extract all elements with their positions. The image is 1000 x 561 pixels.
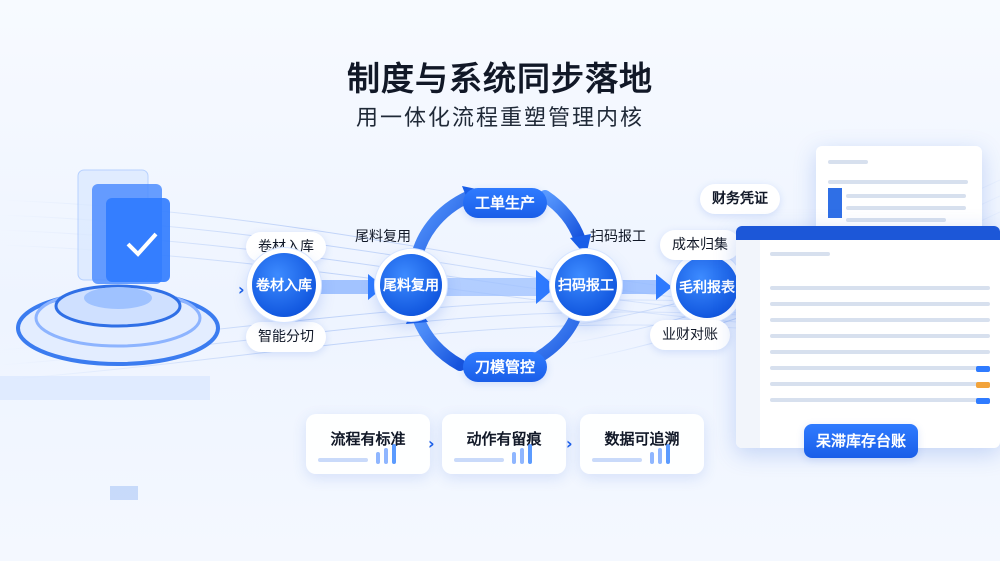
card-bar bbox=[318, 458, 368, 462]
screen-line bbox=[770, 318, 990, 322]
card-bar bbox=[528, 444, 532, 464]
screen-line bbox=[846, 206, 966, 210]
label-scan-report: 扫码报工 bbox=[590, 229, 646, 245]
screen-line bbox=[770, 382, 990, 386]
pill-finance-voucher: 财务凭证 bbox=[700, 184, 780, 214]
node-gross-profit[interactable]: 毛利报表 bbox=[676, 256, 738, 318]
card-bar bbox=[454, 458, 504, 462]
screen-sidebar bbox=[736, 240, 760, 448]
label-biz-finance: 业财对账 bbox=[650, 320, 730, 350]
screen-line bbox=[828, 160, 868, 164]
screen-line bbox=[770, 366, 990, 370]
chevron-right-icon: › bbox=[238, 280, 245, 299]
screen-header bbox=[736, 226, 1000, 240]
card-label: 数据可追溯 bbox=[604, 430, 680, 448]
card-bar bbox=[376, 452, 380, 464]
page-subtitle: 用一体化流程重塑管理内核 bbox=[355, 106, 644, 131]
screen-line bbox=[846, 194, 966, 198]
card-bar bbox=[512, 452, 516, 464]
node-scrap-reuse[interactable]: 尾料复用 bbox=[380, 254, 442, 316]
card-bar bbox=[592, 458, 642, 462]
card-data-traceable: 数据可追溯 bbox=[580, 414, 704, 474]
screen-sidebar bbox=[828, 188, 842, 218]
status-tag bbox=[976, 398, 990, 404]
chevron-right-icon: › bbox=[428, 434, 435, 453]
page-title: 制度与系统同步落地 bbox=[347, 59, 653, 98]
pill-dead-stock: 呆滞库存台账 bbox=[804, 424, 919, 458]
card-action-trace: 动作有留痕 bbox=[442, 414, 566, 474]
label-scrap-reuse: 尾料复用 bbox=[355, 229, 411, 245]
screen-line bbox=[770, 334, 990, 338]
screen-line bbox=[770, 252, 830, 256]
chevron-right-icon: › bbox=[566, 434, 573, 453]
software-screen-front bbox=[736, 226, 1000, 448]
screen-line bbox=[770, 286, 990, 290]
label-cost-collect: 成本归集 bbox=[660, 230, 740, 260]
card-bar bbox=[666, 444, 670, 464]
screen-line bbox=[770, 350, 990, 354]
screen-line bbox=[770, 302, 990, 306]
status-tag bbox=[976, 366, 990, 372]
screen-line bbox=[770, 398, 990, 402]
pill-work-order[interactable]: 工单生产 bbox=[463, 188, 548, 218]
card-bar bbox=[650, 452, 654, 464]
screen-line bbox=[828, 180, 968, 184]
node-coil-in[interactable]: 卷材入库 bbox=[252, 253, 316, 317]
label-coil-in: 卷材入库 bbox=[246, 232, 326, 262]
node-scan-report[interactable]: 扫码报工 bbox=[555, 254, 617, 316]
card-label: 流程有标准 bbox=[330, 430, 406, 448]
card-bar bbox=[392, 444, 396, 464]
card-bar bbox=[520, 448, 524, 464]
document-check-icon bbox=[92, 184, 162, 284]
card-bar bbox=[658, 448, 662, 464]
screen-line bbox=[846, 218, 946, 222]
card-process-standard: 流程有标准 bbox=[306, 414, 430, 474]
status-tag bbox=[976, 382, 990, 388]
pill-die-control[interactable]: 刀模管控 bbox=[463, 352, 548, 382]
card-label: 动作有留痕 bbox=[466, 430, 542, 448]
label-smart-cut: 智能分切 bbox=[246, 322, 326, 352]
card-bar bbox=[384, 448, 388, 464]
